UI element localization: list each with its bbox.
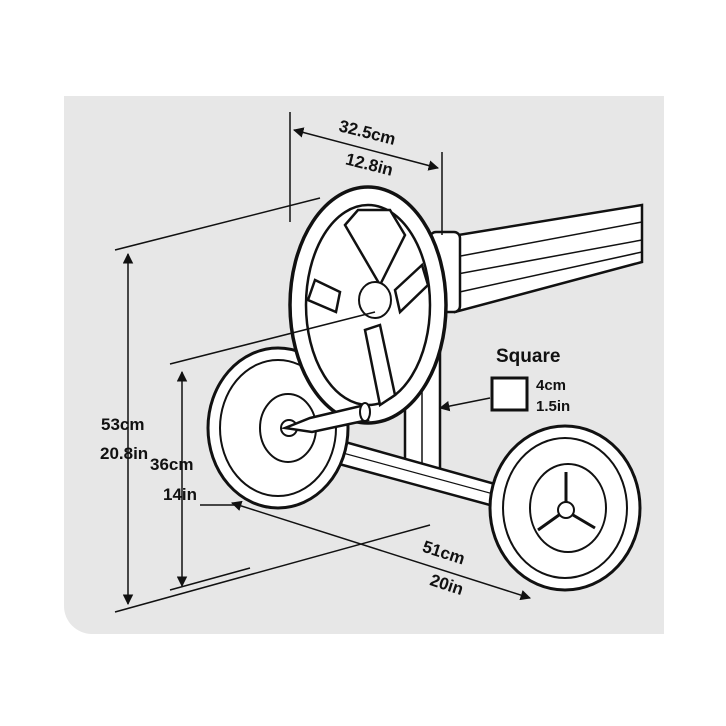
crank-handle xyxy=(280,402,371,434)
tube-size-imperial: 1.5in xyxy=(536,398,570,415)
right-wheel xyxy=(488,424,642,592)
axle-height-imperial: 14in xyxy=(163,485,197,504)
tube-profile-title: Square xyxy=(496,346,560,367)
total-height-metric: 53cm xyxy=(101,415,144,434)
tube-size-metric: 4cm xyxy=(536,377,566,394)
base-width-imperial: 20in xyxy=(428,570,466,599)
tube-pointer-line xyxy=(438,397,491,412)
roller-tube xyxy=(428,203,644,314)
axle-height-metric: 36cm xyxy=(150,455,193,474)
total-height-imperial: 20.8in xyxy=(100,444,148,463)
reel-width-dimension-line xyxy=(289,112,443,235)
handwheel xyxy=(288,185,448,425)
base-width-metric: 51cm xyxy=(420,537,467,569)
base-width-dimension-line xyxy=(200,500,532,601)
square-tube-icon xyxy=(490,376,529,412)
